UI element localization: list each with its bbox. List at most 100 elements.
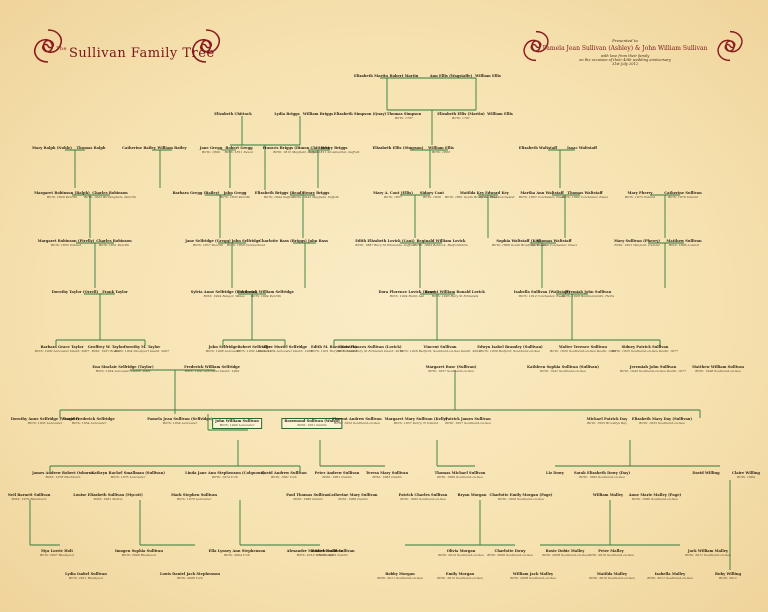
person-dates: Birth: 1992 Southend-on-Sea xyxy=(400,496,446,501)
person-dates: Birth: 1934 Stockport Death: 2007 xyxy=(114,348,170,353)
person-name: Jeremiah John Sullivan xyxy=(629,365,677,369)
person-name: Patrick Charles Sullivan xyxy=(398,493,448,497)
person-dates: Birth: 1983 Dublin xyxy=(372,474,402,479)
decorative-scroll-dedication-right-icon xyxy=(717,30,743,62)
person-dates: Birth: 1823 Birmingham, Penrith xyxy=(84,194,136,199)
person-name: Linda Jane Ann Stephenson (Colquoun) xyxy=(185,471,265,475)
person-name: Catherine Sullivan xyxy=(664,191,702,195)
person-node: Pamela Jean Sullivan (Selfridge)Birth: 1… xyxy=(147,417,213,425)
person-name: Thomas Waltstaff xyxy=(567,191,603,195)
person-dates: Birth: 1833 xyxy=(432,149,450,154)
person-dates: Birth: 2012 Southend-on-Sea xyxy=(437,575,483,580)
person-name: Daniel David Sullivan xyxy=(311,549,355,553)
person-name: Charles Robinson xyxy=(92,191,128,195)
person-name: John Gregg xyxy=(223,191,247,195)
person-name: Ella Lynsey Ann Stephenson xyxy=(208,549,266,553)
person-name: Matilda Malley xyxy=(596,572,628,576)
person-name: Pamela Jean Sullivan (Selfridge) xyxy=(147,417,213,421)
person-node: Liz Dowy xyxy=(546,471,564,476)
person-dates: Birth: 1930 Lancaster Death: 1992 xyxy=(184,368,240,373)
person-name: Alice Muriel Selfridge xyxy=(262,345,308,349)
person-name: Isabella Malley xyxy=(654,572,686,576)
person-name: James Andrew Robert Osborne xyxy=(32,471,94,475)
person-name: Louise Elizabeth Sullivan (Mycott) xyxy=(73,493,143,497)
person-name: Elizabeth Waltstaff xyxy=(518,146,558,150)
person-dates: Birth: 1843 Mayfield, Suffolk xyxy=(293,194,339,199)
decorative-scroll-right-icon xyxy=(191,29,221,63)
person-name: Lydia Isobel Sullivan xyxy=(65,572,107,576)
person-dates: Birth: 2007 Blackpool xyxy=(39,552,75,557)
person-name: John William Sullivan xyxy=(215,419,259,423)
person-name: Doris Frances Sullivan (Lovick) xyxy=(338,345,402,349)
person-name: Robert Gregg xyxy=(225,146,253,150)
person-node: Dorothy Anne Selfridge (Wragett)Birth: 1… xyxy=(10,417,80,425)
person-dates: Birth: 1889 South Bradford, Essex xyxy=(491,242,547,247)
dedication-date: 31st July 2012 xyxy=(611,62,639,66)
person-name: Teresa Mary Sullivan xyxy=(365,471,409,475)
person-dates: Birth: 1990 Southend-on-Sea xyxy=(498,496,544,501)
person-node: Charlotte Bass (Briggs) xyxy=(259,239,307,244)
person-dates: Birth: 2008 Southend-on-Sea xyxy=(510,575,556,580)
person-name: Dorothy Anne Selfridge (Wragett) xyxy=(10,417,80,421)
person-dates: Birth: 1957 Southend-on-Sea xyxy=(445,420,491,425)
person-name: Mary Ralph (Noble) xyxy=(32,146,72,150)
person-name: Mary A. Cant (Ellis) xyxy=(373,191,413,195)
person-name: Jack William Malley xyxy=(687,549,729,553)
person-dates: Birth: 1934 Lancaster Death: 1939 xyxy=(257,348,313,353)
person-name: David Andrew Sullivan xyxy=(261,471,307,475)
person-name: Jane Selfridge (Gregg) xyxy=(185,239,231,243)
person-name: Peter Malley xyxy=(598,549,624,553)
person-dates: Birth: 1853 Ireland xyxy=(50,242,82,247)
person-node: Sarah Elizabeth Dowy (Day)Birth: 1982 So… xyxy=(574,471,630,479)
person-name: Ernest William Ronald Lovick xyxy=(425,290,485,294)
person-name: Mary Pherry xyxy=(627,191,653,195)
person-name: Dorothy M. Taylor xyxy=(123,345,161,349)
person-dates: Birth: 1954 Lancaster xyxy=(71,420,107,425)
person-node: Catherine Bailey xyxy=(122,146,156,151)
person-name: John Bass xyxy=(308,239,328,243)
person-dates: Birth: 2006 Southend-on-Sea xyxy=(487,552,533,557)
person-node: Elizabeth Briggs (Read)Birth: 1844 Suffo… xyxy=(255,191,303,199)
person-dates: Birth: 2010 Southend-on-Sea xyxy=(589,575,635,580)
person-name: William Ellis xyxy=(475,74,501,78)
person-name: Robert Martin xyxy=(389,74,419,78)
person-name: William Ellis xyxy=(487,112,513,116)
person-node: Bryan Morgan xyxy=(458,493,487,498)
person-name: William Briggs xyxy=(302,112,334,116)
person-name: Charlotte Dowy xyxy=(494,549,526,553)
person-dates: Birth: 1857 Penrith xyxy=(192,242,224,247)
person-dates: Birth: 1890 Colchester, Essex xyxy=(530,242,578,247)
person-dates: Birth: 1797 xyxy=(395,115,413,120)
title-main: Sullivan Family Tree xyxy=(69,46,215,61)
person-name: Ann Ellis (Wagstaffe) xyxy=(429,74,473,78)
person-name: Louis Daniel Jack Stephenson xyxy=(159,572,221,576)
person-dates: Birth: 1951 Dublin xyxy=(297,422,327,427)
person-dates: Birth: 1930 Lancaster Death: 2007 xyxy=(34,348,90,353)
person-node: William Malley xyxy=(593,493,623,498)
person-dates: Birth: 1979 Blackburn xyxy=(11,496,47,501)
person-name: Alexander Matthew Sullivan xyxy=(286,549,344,553)
person-dates: Birth: 2010 Southend-on-Sea xyxy=(438,552,484,557)
person-node: Elizabeth Chittock xyxy=(214,112,251,117)
person-name: Liz Dowy xyxy=(546,471,564,475)
person-dates: Birth: 1989 Southend-on-Sea xyxy=(437,474,483,479)
person-dates: Birth: 1979 Lancaster xyxy=(176,496,212,501)
person-name: Elizabeth Ellis (Simpson) xyxy=(372,146,424,150)
person-name: Edith M. Baer (Lovick) xyxy=(311,345,357,349)
person-dates: Birth: 1862 Colchester, Essex xyxy=(561,194,609,199)
person-name: Edward Key xyxy=(485,191,509,195)
person-name: Peter Andrew Sullivan xyxy=(314,471,360,475)
